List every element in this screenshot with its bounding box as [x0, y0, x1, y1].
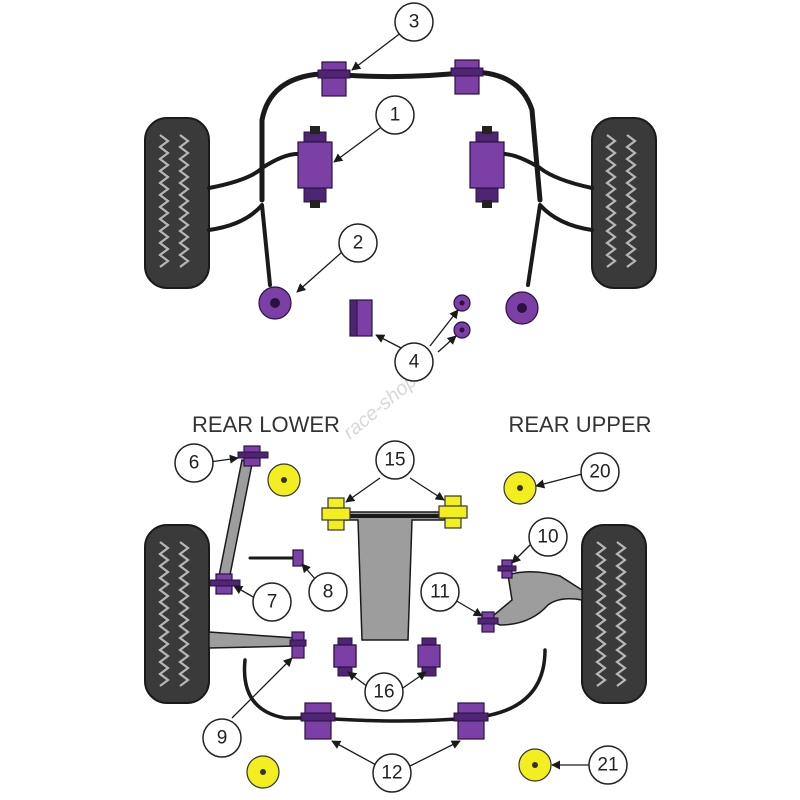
svg-text:20: 20: [589, 462, 610, 483]
svg-text:11: 11: [430, 582, 450, 603]
toe-link-inner-bush-icon: [209, 573, 241, 595]
callout-9: 9: [202, 718, 242, 758]
lower-arm-inner-bush-icon: [289, 631, 307, 659]
upper-arm-inner-bush-icon: [477, 611, 499, 633]
svg-text:4: 4: [409, 352, 420, 373]
callout-21: 21: [588, 745, 628, 785]
shaft-bush-icon: [292, 549, 304, 567]
callout-10: 10: [528, 517, 568, 557]
callout-7: 7: [252, 582, 292, 622]
callout-3: 3: [394, 2, 434, 42]
wishbone-rear-bush-left-icon: [258, 286, 292, 320]
svg-text:7: 7: [267, 592, 278, 613]
yellow-bush-21-icon: [518, 748, 552, 782]
rear-left-wheel-icon: [144, 524, 210, 704]
rear-right-wheel-icon: [581, 524, 647, 704]
wishbone-rear-bush-right-icon: [505, 291, 539, 325]
callout-1: 1: [375, 95, 415, 135]
callout-12: 12: [372, 753, 412, 793]
wishbone-front-bush-right-icon: [469, 126, 505, 208]
roll-bar-bush-right-icon: [450, 59, 484, 95]
callout-4: 4: [394, 342, 434, 382]
svg-text:10: 10: [537, 527, 558, 548]
callout-16: 16: [364, 672, 404, 712]
yellow-bush-20-icon: [503, 471, 537, 505]
callout-20: 20: [580, 452, 620, 492]
svg-text:12: 12: [381, 763, 402, 784]
yellow-bush-rear-lower-icon: [267, 463, 301, 497]
roll-bar-bush-left-icon: [317, 61, 351, 97]
svg-text:21: 21: [597, 755, 618, 776]
svg-text:2: 2: [353, 233, 364, 254]
drop-link-bush-icon: [349, 294, 471, 339]
callout-8: 8: [308, 572, 348, 612]
rear-roll-bar-bush-left-icon: [300, 702, 336, 740]
rear-roll-bar-bush-right-icon: [453, 702, 489, 740]
toe-link-outer-bush-icon: [237, 445, 269, 467]
svg-text:15: 15: [384, 450, 405, 471]
wishbone-front-bush-left-icon: [297, 126, 333, 208]
subframe-bush-left-icon: [321, 497, 351, 531]
svg-text:16: 16: [373, 682, 394, 703]
callout-2: 2: [338, 223, 378, 263]
subframe-bush-right-icon: [438, 495, 468, 529]
front-assembly: [144, 31, 657, 353]
svg-text:6: 6: [189, 453, 200, 474]
rear-lower-label: REAR LOWER: [192, 412, 340, 437]
svg-text:1: 1: [390, 105, 401, 126]
callout-6: 6: [174, 443, 214, 483]
rear-assembly: [144, 445, 647, 789]
diff-mount-bush-left-icon: [333, 637, 357, 677]
rear-upper-label: REAR UPPER: [508, 412, 651, 437]
diff-mount-bush-right-icon: [417, 637, 441, 677]
callout-11: 11: [420, 572, 460, 612]
svg-text:9: 9: [217, 728, 228, 749]
callout-15: 15: [375, 440, 415, 480]
svg-text:3: 3: [409, 12, 420, 33]
front-left-wheel-icon: [144, 117, 210, 289]
yellow-bush-lower-left-icon: [246, 755, 280, 789]
svg-text:8: 8: [323, 582, 334, 603]
front-right-wheel-icon: [591, 117, 657, 289]
upper-arm-outer-bush-icon: [497, 559, 517, 579]
